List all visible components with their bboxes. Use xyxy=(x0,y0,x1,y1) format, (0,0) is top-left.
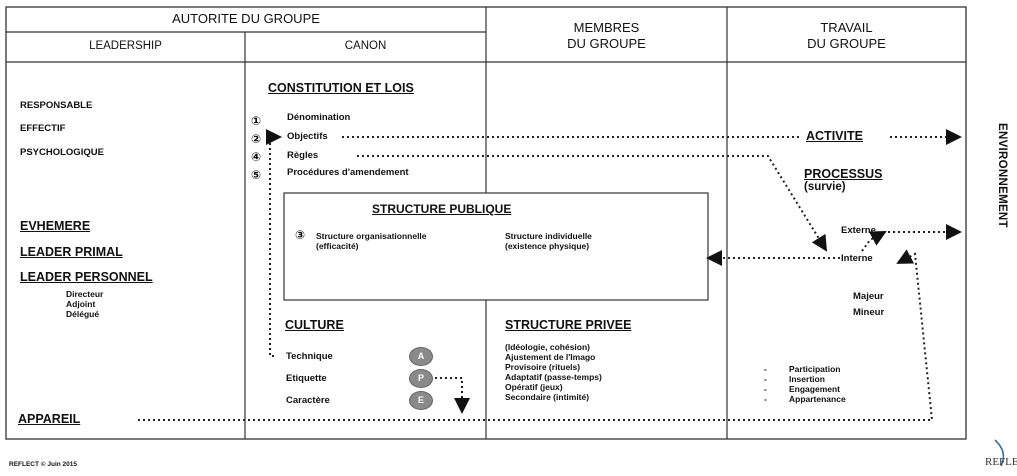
label-directeur: Directeur xyxy=(66,289,104,299)
label-etiquette: Etiquette xyxy=(286,373,327,384)
label-survie: (survie) xyxy=(804,181,846,193)
travail-item-4: Appartenance xyxy=(789,394,846,404)
reflect-logo: REFLECT xyxy=(985,456,1017,468)
logo-swoosh xyxy=(994,439,1005,467)
item-denomination: Dénomination xyxy=(287,112,351,123)
footer-credit: REFLECT © Juin 2015 xyxy=(9,461,77,468)
label-interne: Interne xyxy=(841,253,873,264)
num-4: ④ xyxy=(251,150,262,164)
privee-item-5: Opératif (jeux) xyxy=(505,382,563,392)
badge-e: E xyxy=(409,391,433,410)
badge-a: A xyxy=(409,347,433,366)
num-3: ③ xyxy=(295,228,306,242)
structure-privee-title: STRUCTURE PRIVEE xyxy=(505,318,632,332)
ind-line2: (existence physique) xyxy=(505,241,590,251)
label-caractere: Caractère xyxy=(286,395,330,406)
org-line2: (efficacité) xyxy=(316,241,359,251)
travail-item-2: Insertion xyxy=(789,374,825,384)
label-externe: Externe xyxy=(841,225,876,236)
header-canon: CANON xyxy=(344,40,387,52)
num-5: ⑤ xyxy=(251,168,262,182)
header-travail-1: TRAVAIL xyxy=(820,20,873,35)
label-mineur: Mineur xyxy=(853,307,885,318)
dash-3: - xyxy=(764,384,767,394)
item-procedures: Procédures d'amendement xyxy=(287,167,409,178)
label-environnement: ENVIRONNEMENT xyxy=(996,123,1008,228)
item-objectifs: Objectifs xyxy=(287,131,328,142)
constitution-title: CONSTITUTION ET LOIS xyxy=(268,81,414,95)
label-leader-primal: LEADER PRIMAL xyxy=(20,245,123,259)
ind-line1: Structure individuelle xyxy=(505,231,592,241)
num-2: ② xyxy=(251,132,262,146)
dash-2: - xyxy=(764,374,767,384)
travail-item-1: Participation xyxy=(789,364,841,374)
dash-1: - xyxy=(764,364,767,374)
label-technique: Technique xyxy=(286,351,333,362)
header-membres-1: MEMBRES xyxy=(573,20,640,35)
privee-item-4: Adaptatif (passe-temps) xyxy=(505,372,602,382)
header-leadership: LEADERSHIP xyxy=(89,40,162,52)
structure-publique-title: STRUCTURE PUBLIQUE xyxy=(372,202,512,216)
label-adjoint: Adjoint xyxy=(66,299,96,309)
culture-title: CULTURE xyxy=(285,318,344,332)
label-psychologique: PSYCHOLOGIQUE xyxy=(20,147,104,158)
structure-publique-box xyxy=(283,192,709,301)
privee-item-6: Secondaire (intimité) xyxy=(505,392,590,402)
header-travail-2: DU GROUPE xyxy=(807,36,886,51)
travail-item-3: Engagement xyxy=(789,384,841,394)
org-line1: Structure organisationnelle xyxy=(316,231,427,241)
label-evhemere: EVHEMERE xyxy=(20,219,91,233)
label-processus: PROCESSUS xyxy=(804,167,883,181)
privee-item-1: (Idéologie, cohésion) xyxy=(505,342,591,352)
privee-item-2: Ajustement de l'Imago xyxy=(505,352,596,362)
label-responsable: RESPONSABLE xyxy=(20,100,93,111)
label-majeur: Majeur xyxy=(853,291,884,302)
header-membres-2: DU GROUPE xyxy=(567,36,646,51)
badge-p: P xyxy=(409,369,433,388)
header-autorite: AUTORITE DU GROUPE xyxy=(172,11,320,26)
label-activite: ACTIVITE xyxy=(806,129,863,143)
label-delegue: Délégué xyxy=(66,309,100,319)
privee-item-3: Provisoire (rituels) xyxy=(505,362,581,372)
label-effectif: EFFECTIF xyxy=(20,123,66,134)
item-regles: Règles xyxy=(287,150,319,161)
label-appareil: APPAREIL xyxy=(18,412,81,426)
label-leader-personnel: LEADER PERSONNEL xyxy=(20,270,153,284)
dash-4: - xyxy=(764,394,767,404)
num-1: ① xyxy=(251,114,262,128)
